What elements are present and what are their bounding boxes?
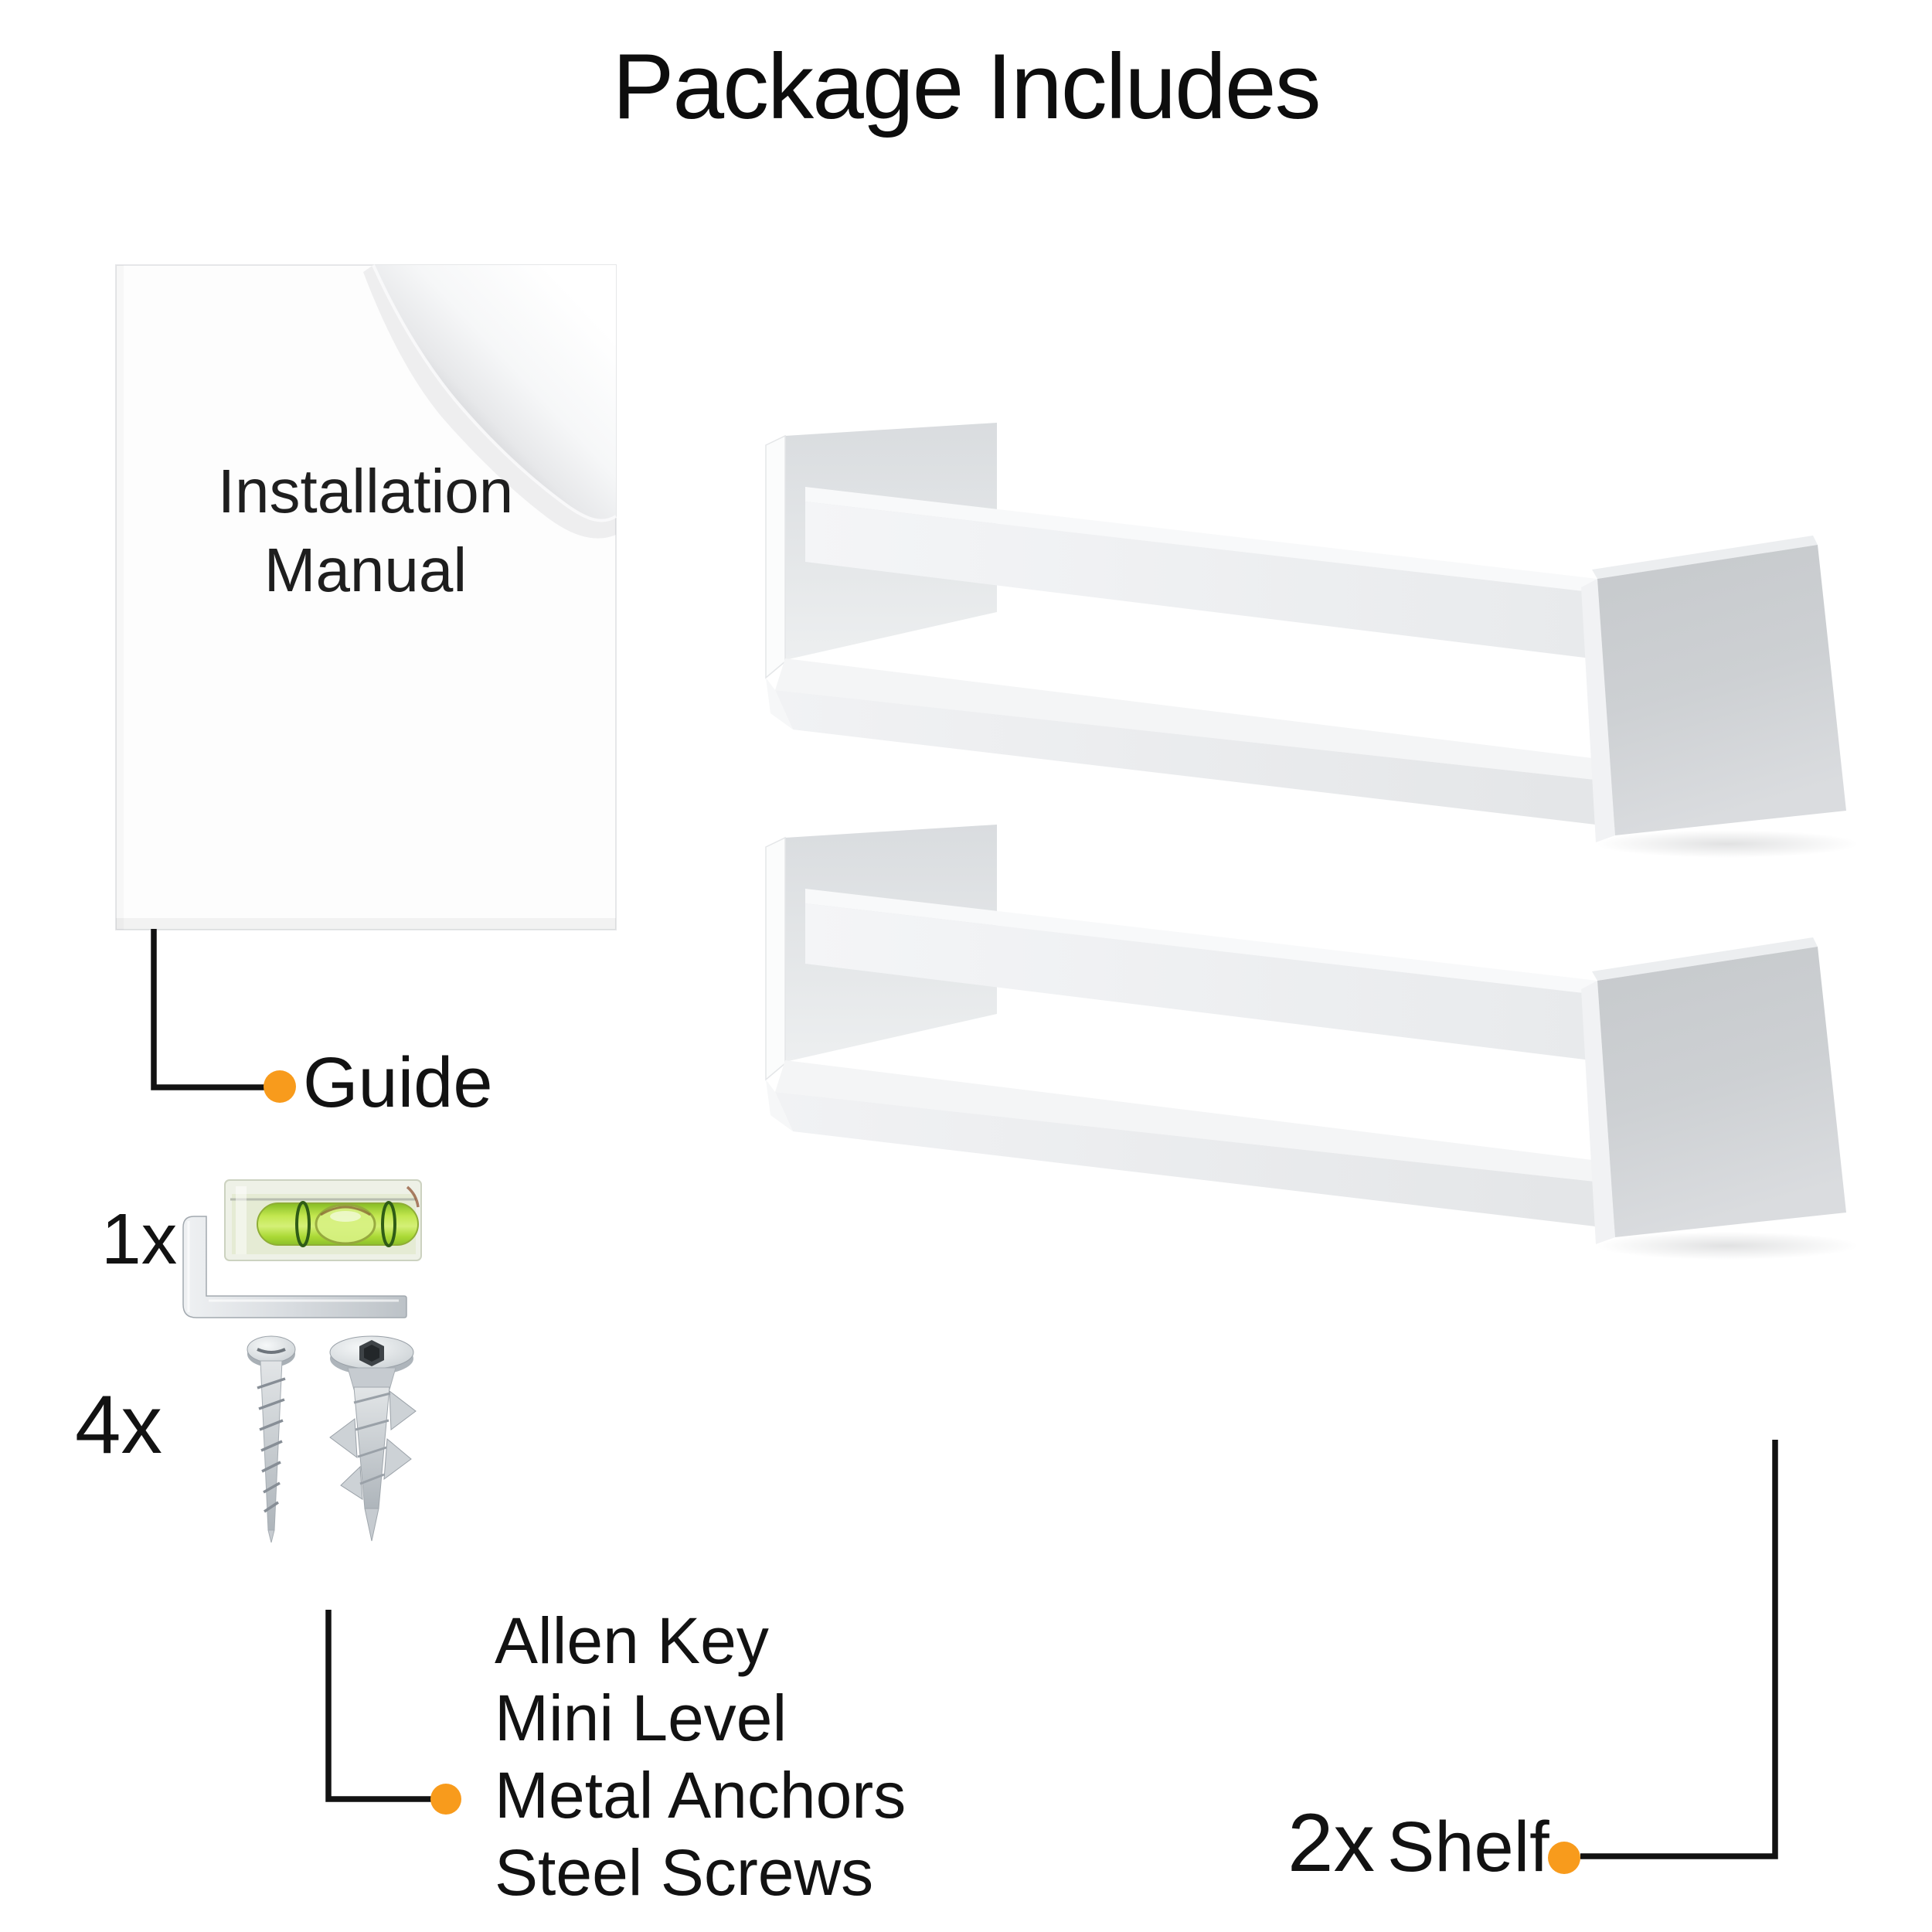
level-kit-count: 1x <box>101 1199 178 1279</box>
allen-key-icon <box>182 1216 407 1318</box>
hardware-label-allen-key: Allen Key <box>495 1604 769 1677</box>
steel-screw-icon <box>247 1335 296 1543</box>
connector-dot <box>430 1784 461 1815</box>
screw-kit-count: 4x <box>75 1378 163 1471</box>
shelf-count: 2x <box>1287 1796 1376 1889</box>
guide-connector <box>151 929 296 1103</box>
hardware-label-metal-anchors: Metal Anchors <box>495 1759 906 1832</box>
metal-anchor-icon <box>329 1335 417 1542</box>
connector-line <box>325 1610 432 1802</box>
connector-line <box>151 929 266 1090</box>
hardware-label-steel-screws: Steel Screws <box>495 1836 874 1909</box>
hardware-connector <box>325 1610 461 1815</box>
guide-label: Guide <box>303 1043 493 1122</box>
connector-line <box>1580 1440 1778 1859</box>
shelf-connector <box>1548 1440 1778 1874</box>
manual-title-line2: Manual <box>264 536 468 604</box>
page-title: Package Includes <box>612 35 1321 138</box>
mini-level-icon <box>224 1179 422 1261</box>
shelf-word: Shelf <box>1387 1808 1549 1886</box>
hardware-labels: Allen Key Mini Level Metal Anchors Steel… <box>495 1602 906 1911</box>
manual-cover-text: Installation Manual <box>126 452 605 610</box>
manual-title-line1: Installation <box>217 457 514 526</box>
connector-dot <box>264 1070 296 1103</box>
hardware-label-mini-level: Mini Level <box>495 1682 787 1754</box>
connector-dot <box>1548 1842 1580 1874</box>
